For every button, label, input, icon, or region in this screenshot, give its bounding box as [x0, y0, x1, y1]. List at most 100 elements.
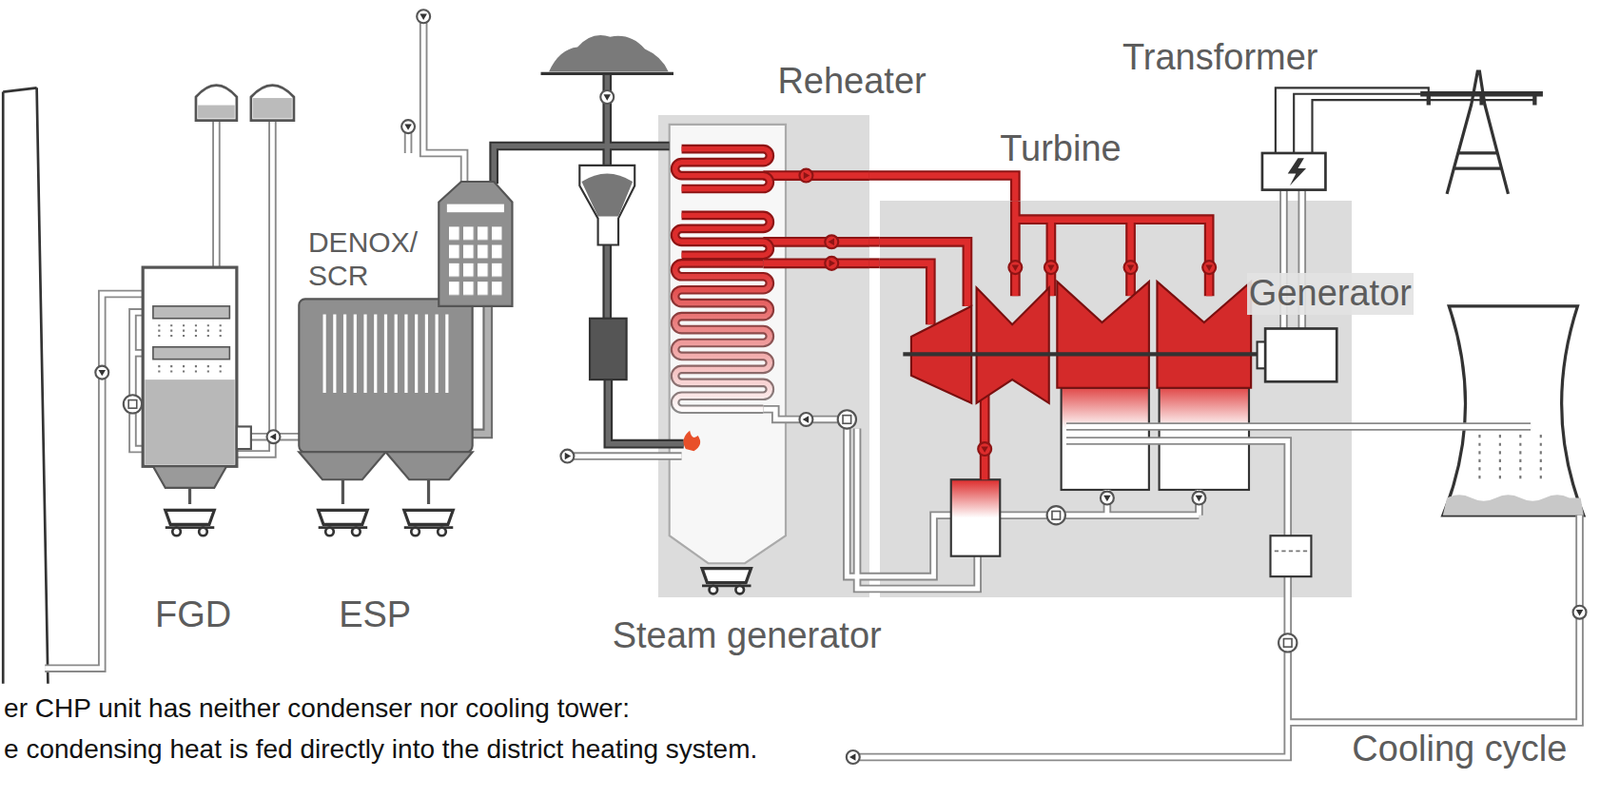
steam-pipe-core [869, 175, 1015, 201]
label-anchor: ESP [338, 594, 411, 637]
dark-duct [493, 73, 684, 444]
reheater-label: Reheater [777, 60, 926, 103]
pump-symbol [838, 409, 857, 429]
reagent-tank [253, 97, 293, 118]
fgd-scrubber [142, 267, 237, 467]
steam-pipe [762, 175, 1210, 481]
heat-exchanger-coil [675, 214, 771, 255]
steam-pipe [869, 175, 1015, 201]
label-anchor: DENOX/ SCR [308, 226, 418, 293]
reagent-tank [251, 85, 294, 121]
water-pipe [44, 18, 1580, 758]
fgd-scrubber [144, 379, 235, 465]
electrostatic-precipitator [385, 451, 472, 480]
flow-marker [824, 234, 839, 249]
transformer-symbol [1262, 153, 1327, 191]
coal-supply [589, 318, 627, 380]
part-label: DENOX/ SCR [308, 226, 418, 293]
steam-turbine [902, 351, 1266, 356]
steam-pipe [869, 241, 880, 243]
gas-duct [472, 306, 488, 434]
gas-duct [472, 306, 488, 434]
flow-marker [401, 119, 415, 134]
steam-pipe-core [869, 260, 880, 267]
electrostatic-precipitator [298, 451, 386, 480]
denox-reactor [438, 181, 512, 307]
flow-marker [799, 169, 813, 183]
coal-supply [548, 35, 669, 72]
chimney-stack [2, 87, 48, 683]
flow-marker [1008, 260, 1022, 274]
label-anchor: er CHP unit has neither condenser nor co… [3, 693, 630, 724]
steam-turbine [1056, 281, 1150, 389]
note-text: er CHP unit has neither condenser nor co… [3, 693, 630, 724]
ash-cart [165, 509, 215, 536]
flow-marker [1573, 605, 1587, 620]
coal-supply [579, 165, 635, 246]
steam-pipe [762, 175, 1210, 481]
denox-reactor [447, 204, 505, 214]
electrostatic-precipitator [342, 479, 429, 505]
fgd-scrubber [188, 487, 192, 505]
coal-supply [541, 72, 674, 76]
transformer-symbol [1287, 157, 1307, 186]
part-label: ESP [338, 594, 411, 637]
electrostatic-precipitator [298, 298, 472, 452]
coal-supply [682, 430, 701, 451]
fgd-scrubber [142, 267, 252, 505]
heat-exchanger-coil [675, 214, 771, 255]
flow-marker [1100, 491, 1114, 506]
steam-pipe [869, 262, 880, 264]
transmission-pylon [1420, 71, 1543, 195]
steam-pipe-wall [869, 257, 880, 269]
fgd-scrubber [158, 324, 220, 376]
boiler-body [669, 124, 786, 564]
reagent-tank [195, 85, 237, 121]
pump-symbol [1278, 633, 1297, 652]
flow-marker [416, 9, 430, 23]
turbine-label: Turbine [999, 128, 1121, 171]
flow-marker [1124, 260, 1138, 274]
heat-exchanger-coil [675, 263, 771, 410]
coal-supply [581, 173, 633, 216]
label-anchor: FGD [155, 594, 232, 637]
part-label: Cooling cycle [1351, 728, 1567, 771]
transmission-pylon [1428, 94, 1536, 106]
denox-reactor [438, 181, 512, 307]
steam-turbine [976, 288, 1050, 404]
steam-pipe-wall [869, 236, 880, 248]
flow-marker [560, 449, 574, 464]
fgd-scrubber [153, 347, 230, 360]
fgd-scrubber [153, 466, 227, 488]
flow-marker [1202, 260, 1216, 274]
reagent-tank [197, 105, 235, 119]
cooling-tower [1443, 494, 1584, 515]
pump-symbol [123, 394, 142, 413]
boiler-body [669, 124, 786, 564]
electrostatic-precipitator [298, 298, 472, 505]
condensate-tank [1270, 535, 1312, 577]
cooling-tower [1479, 434, 1541, 482]
steam-pipe-wall [869, 175, 1015, 201]
note-text: e condensing heat is fed directly into t… [3, 734, 758, 765]
ash-cart [318, 509, 368, 536]
steam-pipe [762, 175, 1210, 481]
label-anchor: e condensing heat is fed directly into t… [3, 734, 758, 765]
flow-marker [1044, 260, 1058, 274]
label-anchor: Turbine [999, 128, 1121, 171]
condensate-tank [1274, 550, 1308, 553]
flow-marker [267, 429, 281, 444]
fgd-scrubber [153, 306, 230, 319]
feedwater-heater [951, 479, 1000, 556]
label-anchor: Steam generator [612, 615, 882, 658]
transmission-pylon [1446, 71, 1508, 195]
flow-marker [799, 412, 813, 427]
flow-marker [600, 90, 614, 104]
flow-marker [977, 442, 992, 456]
label-anchor: Generator [1247, 273, 1414, 315]
pump-symbol [1047, 506, 1066, 525]
flow-marker [846, 750, 860, 764]
